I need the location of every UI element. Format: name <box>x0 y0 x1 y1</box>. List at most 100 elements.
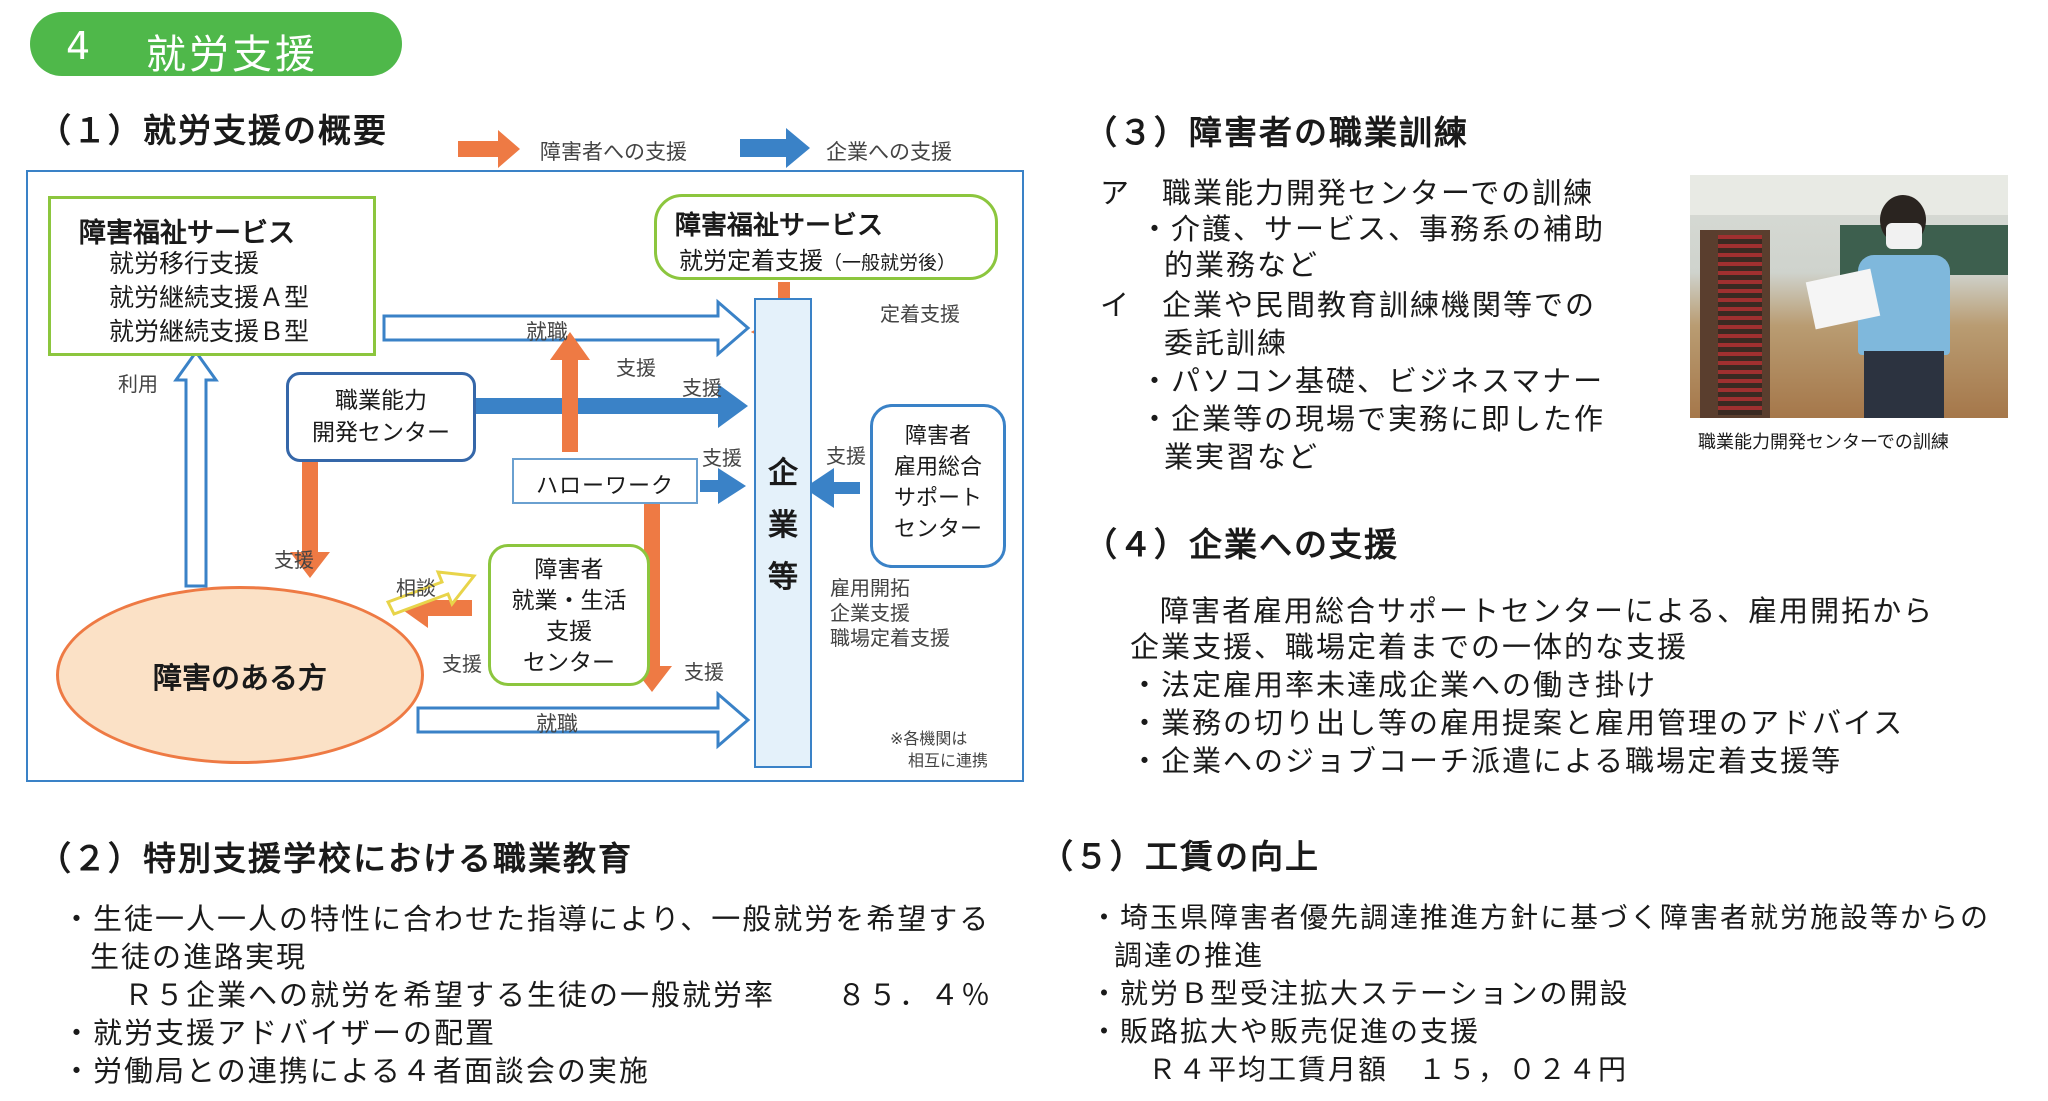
retention-sub: 就労定着支援（一般就労後） <box>679 241 956 276</box>
s3-line: イ 企業や民間教育訓練機関等での <box>1100 288 1597 322</box>
support-label-emp: 支援 <box>826 444 866 468</box>
s4-line: ・企業へのジョブコーチ派遣による職場定着支援等 <box>1130 744 1843 778</box>
employment-arrow-top <box>382 298 751 358</box>
vocational-center-line: 開発センター <box>312 420 450 446</box>
employment-support-center-label: 障害者 雇用総合 サポート センター <box>873 421 1003 545</box>
support-label-voc: 支援 <box>682 376 722 400</box>
section-title: 就労支援 <box>146 32 318 78</box>
retention-title: 障害福祉サービス <box>675 211 884 241</box>
emp-center-line: センター <box>893 517 982 542</box>
life-support-center-box: 障害者 就業・生活 支援 センター <box>488 544 650 686</box>
emp-center-line: サポート <box>893 486 982 511</box>
welfare-item: 就労移行支援 <box>109 249 260 278</box>
s5-line: ・埼玉県障害者優先調達推進方針に基づく障害者就労施設等からの <box>1090 901 1991 934</box>
section-header: 4 就労支援 <box>30 12 402 78</box>
support-arrow-voc <box>474 384 748 428</box>
s4-line: ・業務の切り出し等の雇用提案と雇用管理のアドバイス <box>1130 706 1905 740</box>
s2-stat: Ｒ５企業への就労を希望する生徒の一般就労率 ８５．４％ <box>124 978 993 1012</box>
welfare-items: 就労移行支援 就労継続支援Ａ型 就労継続支援Ｂ型 <box>109 247 369 349</box>
employment-service: 企業支援 <box>830 601 910 625</box>
blue-arrow-legend-icon <box>740 128 810 168</box>
s5-line: ・販路拡大や販売促進の支援 <box>1090 1015 1481 1048</box>
welfare-title: 障害福祉サービス <box>79 218 295 249</box>
support-diagram: 障害福祉サービス 就労移行支援 就労継続支援Ａ型 就労継続支援Ｂ型 障害福祉サー… <box>26 170 1024 782</box>
employment-service: 雇用開拓 <box>830 576 910 600</box>
life-center-line: 支援 <box>546 619 592 645</box>
company-label: 企 業 等 <box>756 448 810 604</box>
s2-line: ・生徒一人一人の特性に合わせた指導により、一般就労を希望する <box>62 902 991 936</box>
employment-arrow-bottom <box>416 690 751 750</box>
photo-caption: 職業能力開発センターでの訓練 <box>1698 432 1949 453</box>
company-char: 等 <box>768 560 798 595</box>
vocational-center-label: 職業能力 開発センター <box>289 385 473 449</box>
support-arrow-hw-up <box>550 332 590 452</box>
support-arrow-emp <box>804 468 860 508</box>
employment-services-list: 雇用開拓 企業支援 職場定着支援 <box>830 576 950 651</box>
consult-label: 相談 <box>396 576 436 600</box>
retention-sub-note: （一般就労後） <box>823 252 957 274</box>
s5-stat: Ｒ４平均工賃月額 １５，０２４円 <box>1148 1053 1629 1086</box>
diagram-note: ※各機関は 相互に連携 <box>890 728 988 772</box>
s4-line: ・法定雇用率未達成企業への働き掛け <box>1130 668 1658 702</box>
s4-title: （４）企業への支援 <box>1084 525 1399 564</box>
person-label: 障害のある方 <box>152 661 327 695</box>
support-label-hw-down: 支援 <box>684 660 724 684</box>
use-label: 利用 <box>118 372 158 396</box>
s2-line: ・労働局との連携による４者面談会の実施 <box>62 1054 650 1088</box>
welfare-item: 就労継続支援Ｂ型 <box>109 317 310 346</box>
company-char: 企 <box>768 456 798 491</box>
support-label-voc-down: 支援 <box>274 548 314 572</box>
s3-line: ・企業等の現場で実務に即した作 <box>1140 402 1606 436</box>
company-column: 企 業 等 <box>754 298 812 768</box>
s5-line: 調達の推進 <box>1114 939 1265 972</box>
support-arrow-voc-down <box>290 432 330 578</box>
diagram-arrows <box>173 282 860 750</box>
s5-title: （５）工賃の向上 <box>1040 837 1320 876</box>
emp-center-line: 障害者 <box>904 424 971 449</box>
vocational-center-line: 職業能力 <box>335 388 427 414</box>
s3-line: 業実習など <box>1164 440 1320 474</box>
life-center-line: 障害者 <box>534 557 604 583</box>
life-support-center-label: 障害者 就業・生活 支援 センター <box>491 555 647 679</box>
hello-work-label: ハローワーク <box>535 474 674 499</box>
support-label-hw-up: 支援 <box>616 356 656 380</box>
s3-line: ア 職業能力開発センターでの訓練 <box>1100 176 1595 210</box>
retention-label: 定着支援 <box>880 302 960 326</box>
s5-line: ・就労Ｂ型受注拡大ステーションの開設 <box>1090 977 1630 1010</box>
employment-service: 職場定着支援 <box>830 626 950 650</box>
s4-line: 企業支援、職場定着までの一体的な支援 <box>1130 630 1689 664</box>
s3-line: 的業務など <box>1164 248 1320 282</box>
support-arrow-hw-down <box>632 492 672 692</box>
employment-label-top: 就職 <box>526 320 568 344</box>
legend-disabled-label: 障害者への支援 <box>540 140 687 164</box>
s4-line: 障害者雇用総合サポートセンターによる、雇用開拓から <box>1160 594 1935 628</box>
s3-line: ・パソコン基礎、ビジネスマナー <box>1140 364 1605 398</box>
consult-arrow <box>385 570 477 616</box>
welfare-service-box: 障害福祉サービス 就労移行支援 就労継続支援Ａ型 就労継続支援Ｂ型 <box>48 196 376 356</box>
support-label-hw: 支援 <box>702 446 742 470</box>
s3-line: ・介護、サービス、事務系の補助 <box>1140 212 1606 246</box>
employment-support-center-box: 障害者 雇用総合 サポート センター <box>870 404 1006 568</box>
legend-company-label: 企業への支援 <box>826 140 952 164</box>
training-photo <box>1690 175 2008 418</box>
support-label-life: 支援 <box>442 652 482 676</box>
section-number: 4 <box>66 24 91 68</box>
note-line: ※各機関は <box>890 729 968 748</box>
hello-work-box: ハローワーク <box>512 458 698 504</box>
vocational-center-box: 職業能力 開発センター <box>286 372 476 462</box>
employment-label-bottom: 就職 <box>536 712 578 736</box>
life-center-line: 就業・生活 <box>511 588 627 614</box>
company-char: 業 <box>768 508 798 543</box>
use-arrow <box>173 349 219 588</box>
s2-line: 生徒の進路実現 <box>90 940 308 974</box>
s3-title: （３）障害者の職業訓練 <box>1084 113 1469 152</box>
note-line: 相互に連携 <box>908 751 989 770</box>
support-arrow-hw <box>700 468 746 504</box>
orange-arrow-legend-icon <box>458 130 520 168</box>
life-center-line: センター <box>523 650 615 676</box>
retention-sub-main: 就労定着支援 <box>679 247 823 275</box>
s3-line: 委託訓練 <box>1164 326 1289 360</box>
retention-service-box: 障害福祉サービス 就労定着支援（一般就労後） <box>654 194 998 280</box>
person-ellipse: 障害のある方 <box>56 586 424 764</box>
welfare-item: 就労継続支援Ａ型 <box>109 283 310 312</box>
